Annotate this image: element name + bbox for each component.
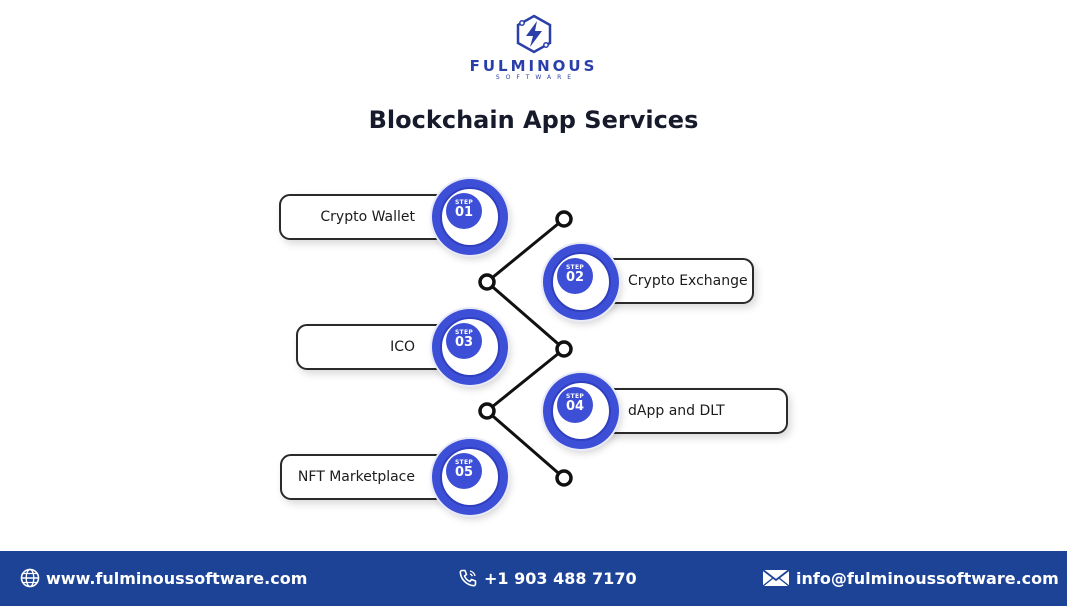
email-contact: info@fulminoussoftware.com xyxy=(762,568,1059,588)
connector-node xyxy=(478,402,496,420)
globe-icon xyxy=(20,568,40,588)
step-badge-label: STEP xyxy=(454,199,474,206)
phone-number[interactable]: +1 903 488 7170 xyxy=(484,568,637,588)
step-number: 01 xyxy=(454,205,474,220)
page-title: Blockchain App Services xyxy=(368,106,699,134)
step-label: ICO xyxy=(390,339,415,355)
phone-icon xyxy=(459,569,477,587)
phone-contact: +1 903 488 7170 xyxy=(458,568,637,588)
envelope-icon xyxy=(762,569,790,587)
connector-node xyxy=(478,273,496,291)
lightning-hexagon-icon xyxy=(516,14,551,54)
step-number: 03 xyxy=(454,335,474,350)
step-label: Crypto Exchange xyxy=(628,273,748,289)
contact-footer: www.fulminoussoftware.com +1 903 488 717… xyxy=(0,551,1067,606)
email-link[interactable]: info@fulminoussoftware.com xyxy=(796,568,1059,588)
step-badge-label: STEP xyxy=(454,329,474,336)
brand-logo: FULMINOUS SOFTWARE xyxy=(0,14,1067,82)
step-label: dApp and DLT xyxy=(628,403,725,419)
brand-tagline: SOFTWARE xyxy=(495,74,578,81)
step-label: Crypto Wallet xyxy=(320,209,415,225)
step-label: NFT Marketplace xyxy=(297,469,415,485)
connector-node xyxy=(555,340,573,358)
step-number: 02 xyxy=(565,270,585,285)
brand-name: FULMINOUS xyxy=(469,57,598,75)
step-number: 04 xyxy=(565,399,585,414)
step-badge-label: STEP xyxy=(454,459,474,466)
connector-node xyxy=(555,469,573,487)
website-link[interactable]: www.fulminoussoftware.com xyxy=(46,568,308,588)
step-badge-label: STEP xyxy=(565,393,585,400)
step-badge-label: STEP xyxy=(565,264,585,271)
connector-node xyxy=(555,210,573,228)
step-number: 05 xyxy=(454,465,474,480)
website-contact: www.fulminoussoftware.com xyxy=(20,568,307,588)
